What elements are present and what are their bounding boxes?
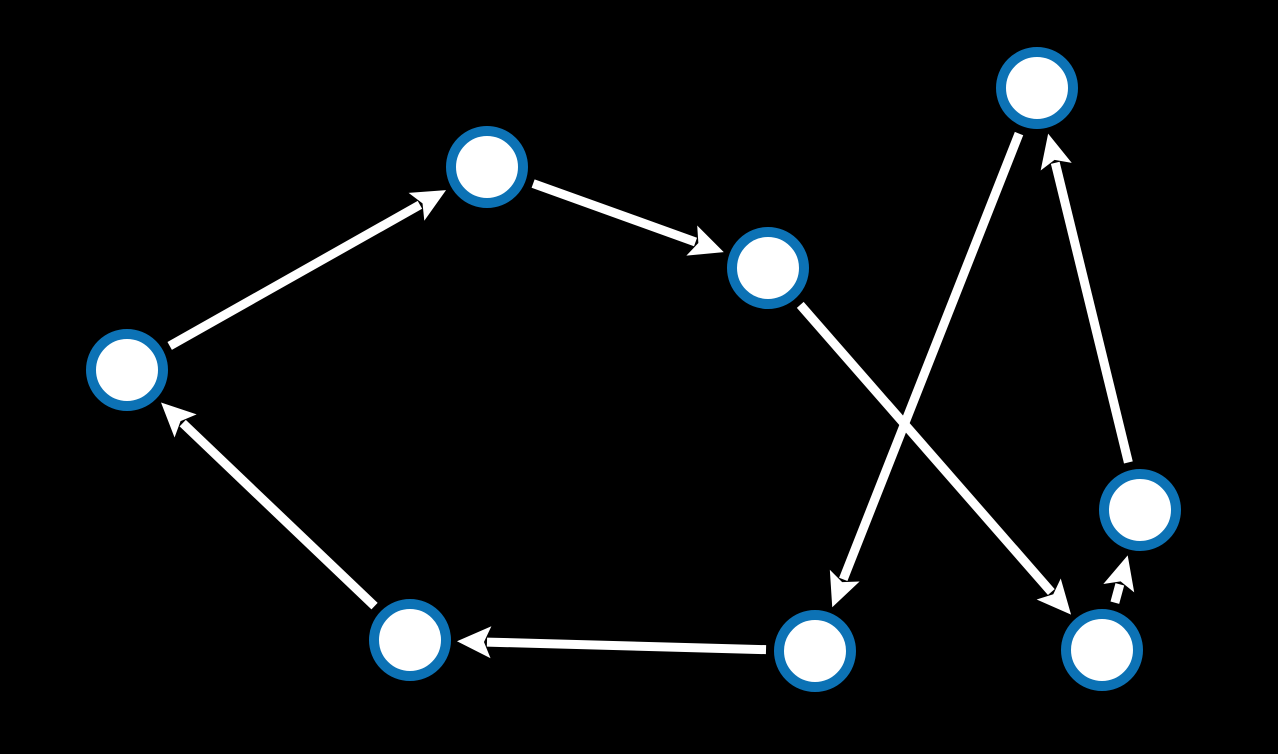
node-circle-icon[interactable] xyxy=(727,227,809,309)
edge-shaft xyxy=(167,200,423,350)
edge-shaft xyxy=(1050,161,1133,464)
edge-right-mid-to-top-right[interactable] xyxy=(1040,133,1133,464)
node-top-right[interactable] xyxy=(996,47,1078,129)
edge-shaft xyxy=(486,637,767,655)
edge-upper-mid-to-bottom-right[interactable] xyxy=(796,301,1072,615)
edge-shaft xyxy=(839,131,1024,582)
edge-bottom-right-to-right-mid[interactable] xyxy=(1103,555,1135,604)
edges-layer xyxy=(161,131,1135,659)
node-circle-icon[interactable] xyxy=(996,47,1078,129)
edge-shaft xyxy=(796,301,1055,595)
node-upper-mid[interactable] xyxy=(727,227,809,309)
nodes-layer xyxy=(86,47,1181,692)
arrowhead-icon xyxy=(686,225,724,256)
node-left[interactable] xyxy=(86,329,168,411)
arrowhead-icon xyxy=(408,190,447,221)
edge-bottom-left-to-left[interactable] xyxy=(161,402,378,610)
node-circle-icon[interactable] xyxy=(1061,609,1143,691)
node-upper-left[interactable] xyxy=(446,126,528,208)
node-bottom-right[interactable] xyxy=(1061,609,1143,691)
edge-upper-left-to-upper-mid[interactable] xyxy=(531,179,724,256)
arrowhead-icon xyxy=(1040,133,1072,171)
node-circle-icon[interactable] xyxy=(774,610,856,692)
arrowhead-icon xyxy=(161,402,197,438)
node-bottom-mid[interactable] xyxy=(774,610,856,692)
node-right-mid[interactable] xyxy=(1099,469,1181,551)
node-bottom-left[interactable] xyxy=(369,599,451,681)
edge-shaft xyxy=(531,179,698,247)
edge-bottom-mid-to-bottom-left[interactable] xyxy=(456,626,767,659)
edge-shaft xyxy=(1110,583,1125,604)
edge-top-right-to-bottom-mid[interactable] xyxy=(829,131,1024,608)
edge-shaft xyxy=(179,419,378,610)
node-circle-icon[interactable] xyxy=(1099,469,1181,551)
arrowhead-icon xyxy=(1103,555,1135,593)
node-circle-icon[interactable] xyxy=(86,329,168,411)
arrowhead-icon xyxy=(1036,578,1072,615)
node-circle-icon[interactable] xyxy=(446,126,528,208)
edge-left-to-upper-left[interactable] xyxy=(167,190,447,350)
arrowhead-icon xyxy=(456,626,492,659)
arrowhead-icon xyxy=(829,569,860,608)
node-circle-icon[interactable] xyxy=(369,599,451,681)
